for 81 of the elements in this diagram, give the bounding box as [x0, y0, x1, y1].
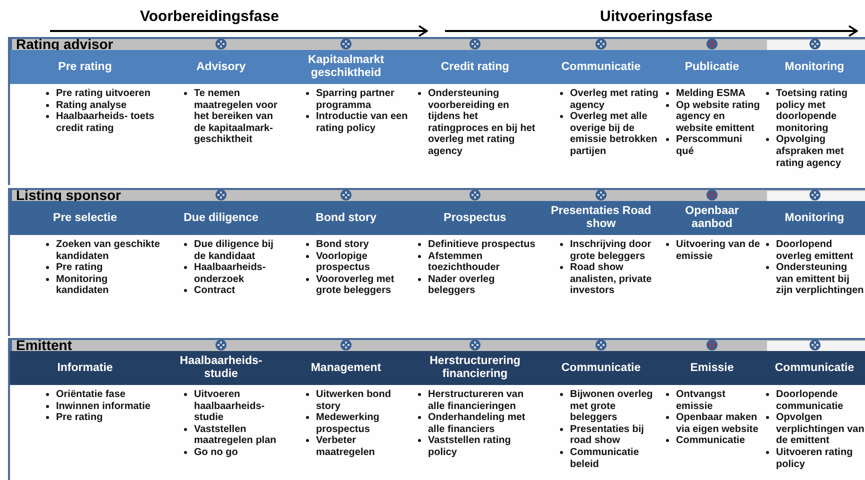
- bullet-text: Pre rating: [56, 412, 103, 424]
- bullet-text: Communicatie: [676, 435, 745, 446]
- bullet-text: Go no go: [194, 446, 238, 458]
- swimlane: [8, 188, 865, 336]
- bullet-text: Inschrijving door grote beleggers: [570, 239, 652, 262]
- bullet-text: Monitoring kandidaten: [56, 274, 109, 296]
- bullet-text: Presentaties bij road show: [570, 424, 644, 446]
- column-header: Prospectus: [410, 201, 540, 235]
- phase-title: Voorbereidingsfase: [140, 8, 279, 25]
- bullet-text: Overleg met rating agency: [570, 88, 658, 111]
- bullet-text: Haalbaarheids- toets credit rating: [56, 111, 154, 134]
- bullet-text: Uitvoering van de emissie: [676, 239, 760, 262]
- column-header: Kapitaalmarkt geschiktheid: [282, 50, 410, 84]
- bullet-text: Haalbaarheids- onderzoek: [194, 262, 266, 285]
- bullet-text: Uitwerken bond story: [316, 389, 392, 412]
- lane-title: Listing sponsor: [16, 187, 121, 203]
- bullet-text: Ontvangst emissie: [676, 389, 726, 412]
- swimlane: [8, 338, 865, 480]
- bullet-text: Overleg met alle overige bij de emissie betrokken partijen: [570, 111, 658, 157]
- bullet-text: Toetsing rating policy met doorlopende monitoring: [776, 88, 848, 134]
- column-header: Communicatie: [540, 351, 662, 385]
- column-header: Presentaties Road show: [540, 201, 662, 235]
- bullet-text: Road show analisten, private investors: [570, 262, 652, 296]
- column-header: Communicatie: [540, 50, 662, 84]
- column-header: Advisory: [160, 50, 282, 84]
- swimlane: [8, 37, 865, 185]
- bullet-text: Zoeken van geschikte kandidaten: [56, 239, 160, 262]
- column-header: Pre rating: [10, 50, 160, 84]
- column-header: Due diligence: [160, 201, 282, 235]
- bullet-text: Pre rating: [56, 262, 103, 274]
- bullet-text: Openbaar maken via eigen website: [676, 412, 758, 435]
- bullet-text: Te nemen maatregelen voor het bereiken van de kapitaalmark- geschiktheit: [194, 88, 278, 146]
- bullet-text: Sparring partner programma: [316, 88, 394, 111]
- bullet-text: Afstemmen toezichthouder: [428, 250, 500, 274]
- bullet-text: Due diligence bij de kandidaat: [194, 239, 274, 262]
- bullet-text: Introductie van een rating policy: [316, 111, 408, 134]
- bullet-text: Opvolgen verplichtingen van de emittent: [776, 412, 864, 446]
- bullet-text: Herstructureren van alle financieringen: [428, 389, 524, 412]
- column-header: Bond story: [282, 201, 410, 235]
- bullet-text: Ondersteuning voorbereiding en tijdens het ratingproces en bij het overleg met rating agency: [428, 88, 536, 157]
- bullet-text: Pre rating uitvoeren: [56, 88, 150, 99]
- bullet-text: Contract: [194, 285, 236, 296]
- bullet-text: Uitvoeren rating policy: [776, 446, 853, 470]
- phase-title: Uitvoeringsfase: [600, 8, 713, 25]
- column-header: Credit rating: [410, 50, 540, 84]
- column-header: Haalbaarheids- studie: [160, 351, 282, 385]
- column-header: Openbaar aanbod: [662, 201, 762, 235]
- bullet-text: Op website rating agency en website emittent: [676, 100, 760, 134]
- bullet-text: Nader overleg beleggers: [428, 274, 495, 296]
- bullet-text: Doorlopende communicatie: [776, 389, 844, 412]
- bullet-text: Verbeter maatregelen: [316, 435, 375, 458]
- bullet-text: Opvolging afspraken met rating agency: [776, 134, 844, 169]
- lane-title: Rating advisor: [16, 36, 114, 52]
- bullet-text: Definitieve prospectus: [428, 239, 536, 250]
- column-header: Publicatie: [662, 50, 762, 84]
- bullet-text: Onderhandeling met alle financiers: [428, 412, 526, 435]
- column-header: Monitoring: [762, 201, 865, 235]
- bullet-text: Perscommuni qué: [676, 134, 742, 157]
- column-header: Communicatie: [762, 351, 865, 385]
- bullet-text: Vaststellen rating policy: [428, 435, 511, 458]
- bullet-text: Vooroverleg met grote beleggers: [316, 274, 394, 296]
- bullet-text: Rating analyse: [56, 100, 127, 111]
- bullet-text: Uitvoeren haalbaarheids- studie: [194, 389, 265, 424]
- column-header: Herstructurering financiering: [410, 351, 540, 385]
- bullet-text: Medewerking prospectus: [316, 412, 380, 435]
- bullet-text: Voorlopige prospectus: [316, 250, 370, 274]
- bullet-text: Bijwonen overleg met grote beleggers: [570, 389, 653, 424]
- bullet-text: Inwinnen informatie: [56, 400, 150, 412]
- bullet-text: Vaststellen maatregelen plan: [194, 424, 276, 446]
- column-header: Pre selectie: [10, 201, 160, 235]
- bullet-text: Melding ESMA: [676, 88, 746, 99]
- bullet-text: Ondersteuning van emittent bij zijn verplichtingen: [776, 262, 864, 296]
- bullet-text: Oriëntatie fase: [56, 389, 126, 400]
- bullet-text: Doorlopend overleg emittent: [776, 239, 854, 262]
- lane-title: Emittent: [16, 337, 72, 353]
- column-header: Emissie: [662, 351, 762, 385]
- column-header: Monitoring: [762, 50, 865, 84]
- column-header: Management: [282, 351, 410, 385]
- column-header: Informatie: [10, 351, 160, 385]
- bullet-text: Bond story: [316, 239, 369, 250]
- bullet-text: Communicatie beleid: [570, 446, 639, 470]
